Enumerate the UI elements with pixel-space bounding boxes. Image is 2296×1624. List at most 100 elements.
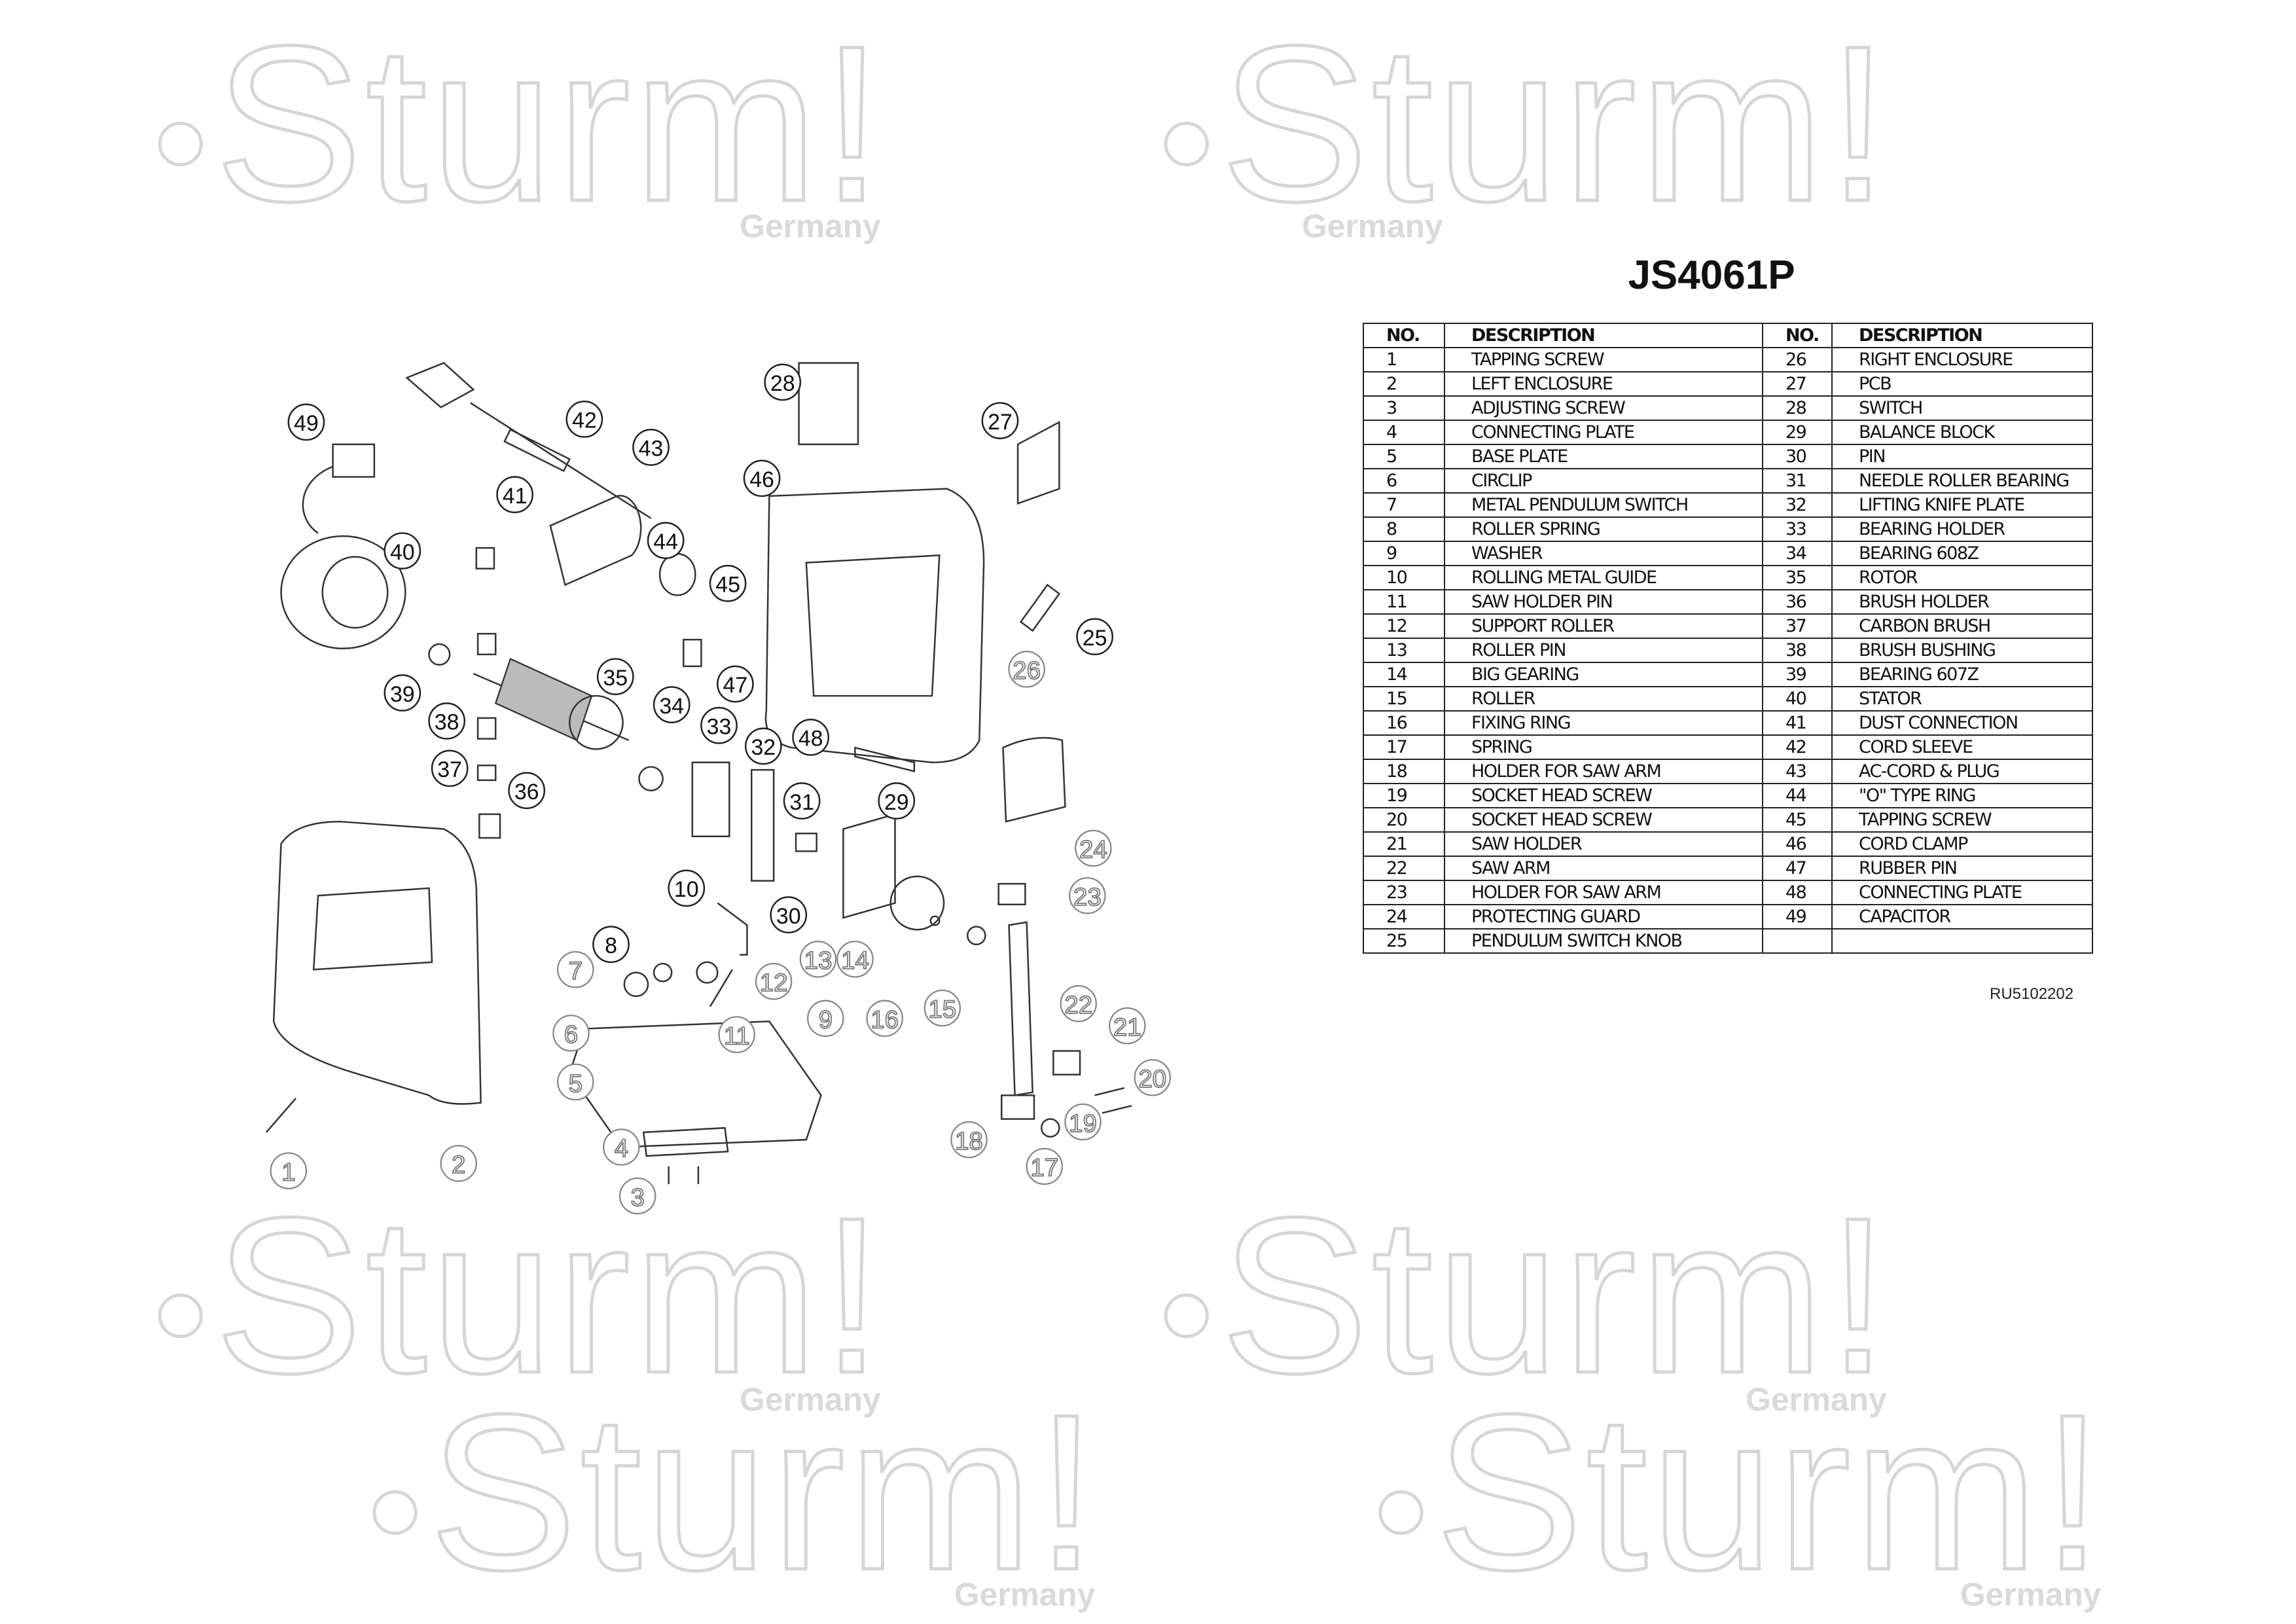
dust-connection-drawing [549,495,642,586]
part-number: 20 [1363,807,1445,833]
holder-saw-arm-23-drawing [997,882,1026,906]
brush-bushing-drawing [476,717,497,740]
table-header-row: NO. DESCRIPTION NO. DESCRIPTION [1363,323,2093,348]
callout-number: 45 [715,573,740,598]
part-number: 18 [1363,759,1445,784]
part-description: SOCKET HEAD SCREW [1444,783,1763,808]
callout-16: 16 [866,1000,903,1038]
watermark-circle-icon [1164,1293,1209,1339]
callout-number: 27 [988,410,1013,435]
callout-38: 38 [428,702,465,740]
callout-number: 22 [1064,991,1092,1019]
callout-circle [836,941,874,978]
part-description: STATOR [1831,686,2093,712]
pendulum-switch-drawing [623,971,649,998]
callout-number: 12 [760,969,788,997]
callout-number: 37 [437,757,462,782]
part-number: 5 [1363,444,1445,469]
callout-21: 21 [1109,1007,1146,1045]
tapping-screw-drawing [265,1098,296,1133]
connecting-plate-48-drawing [854,746,916,772]
callout-circle [743,460,781,497]
part-description: ROLLING METAL GUIDE [1444,565,1763,590]
watermark-brand: Sturm! [1435,1368,2107,1616]
callout-circle [744,727,782,765]
col-description: DESCRIPTION [1444,323,1763,348]
callout-3: 3 [619,1177,656,1215]
callout-number: 28 [770,371,795,396]
callout-39: 39 [384,674,422,712]
callout-32: 32 [744,727,782,765]
callout-number: 39 [390,682,415,707]
callout-circle [1109,1007,1146,1045]
callout-number: 6 [564,1020,578,1049]
part-description: PENDULUM SWITCH KNOB [1444,928,1763,954]
callout-number: 3 [631,1183,645,1212]
cord-sleeve-drawing [503,428,571,473]
watermark-circle-icon [158,121,203,167]
col-no: NO. [1363,323,1445,348]
callout-33: 33 [700,706,738,744]
watermark-sub: Germany [740,208,881,244]
part-description: BASE PLATE [1444,444,1763,469]
callout-circle [653,686,691,723]
part-description: PROTECTING GUARD [1444,904,1763,929]
part-number: 46 [1762,831,1833,857]
part-description: BALANCE BLOCK [1831,420,2093,445]
callout-circle [552,1015,590,1052]
callout-number: 19 [1069,1110,1097,1138]
callout-8: 8 [592,926,630,964]
part-description: AC-CORD & PLUG [1831,759,2093,784]
watermark-brand: Sturm! [1221,0,1892,247]
callout-number: 15 [928,996,956,1024]
callout-circle [717,665,754,703]
part-description: METAL PENDULUM SWITCH [1444,492,1763,518]
watermark-sub: Germany [740,1381,881,1418]
callout-number: 11 [724,1022,750,1050]
part-description: BEARING 607Z [1831,662,2093,687]
callout-circle [647,522,685,560]
callout-number: 25 [1083,626,1107,651]
callout-circle [557,1063,594,1101]
callout-15: 15 [924,989,961,1027]
callout-18: 18 [950,1121,988,1159]
pendulum-knob-drawing [1019,583,1061,632]
part-description: NEEDLE ROLLER BEARING [1831,468,2093,494]
part-description: ADJUSTING SCREW [1444,395,1763,421]
callout-circle [1069,876,1106,914]
part-number: 17 [1363,734,1445,760]
callout-circle [440,1145,477,1182]
capacitor-wire [302,465,334,534]
callout-number: 24 [1079,836,1107,864]
stator-drawing [280,535,406,649]
part-number: 8 [1363,516,1445,542]
callout-47: 47 [717,665,754,703]
part-number: 40 [1762,686,1833,712]
part-drawings [265,362,1132,1184]
callout-23: 23 [1069,876,1106,914]
part-description: TAPPING SCREW [1831,807,2093,833]
callout-circle [619,1177,656,1215]
callout-number: 29 [884,790,909,815]
callout-9: 9 [806,1000,844,1038]
callout-number: 21 [1113,1013,1141,1041]
callout-number: 17 [1030,1154,1058,1182]
callout-number: 32 [751,735,776,760]
callout-circle [1026,1147,1064,1185]
right-enclosure-inner [805,554,941,697]
watermark-sub: Germany [1746,1381,1887,1418]
part-description: WASHER [1444,541,1763,566]
callout-6: 6 [552,1015,590,1052]
callout-17: 17 [1026,1147,1064,1185]
